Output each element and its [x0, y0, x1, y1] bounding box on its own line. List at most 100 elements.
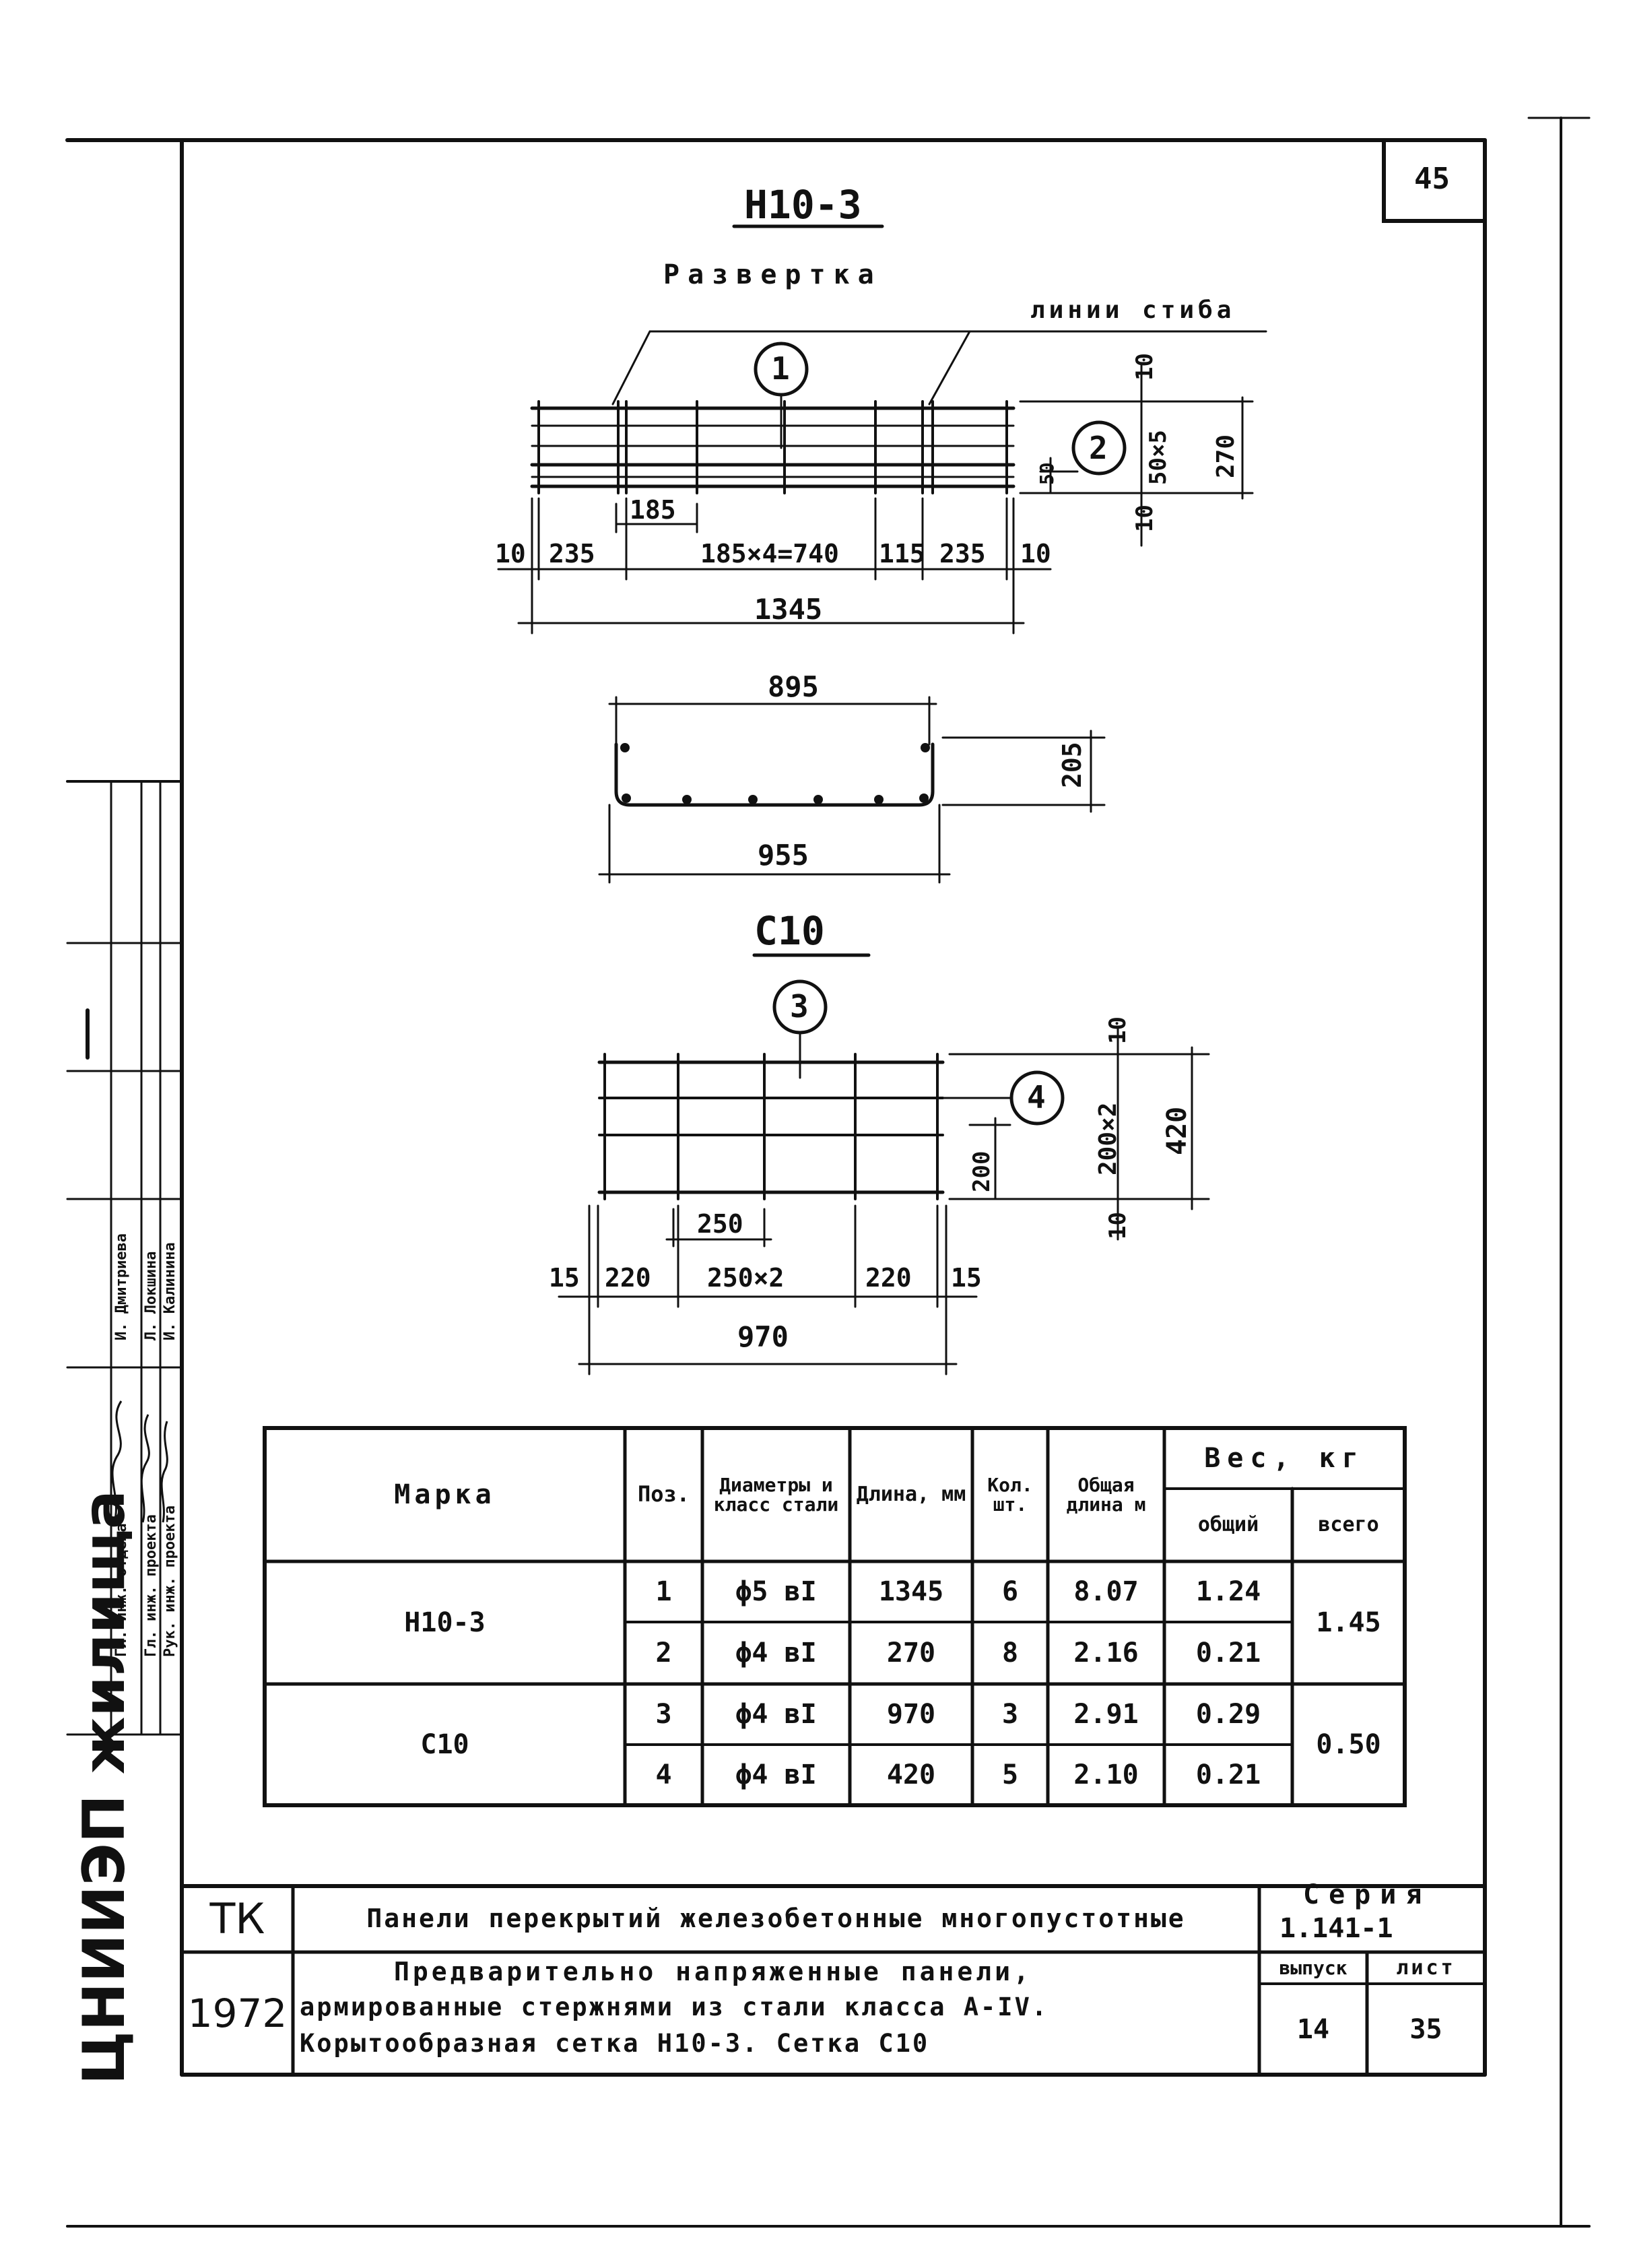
dim-b-250: 250 [697, 1209, 743, 1239]
titleblock-year: 1972 [187, 1990, 288, 2036]
table-cell-total-length: 2.91 [1073, 1699, 1139, 1730]
table-cell-quantity: 3 [1001, 1699, 1019, 1730]
table-cell-total-length: 8.07 [1073, 1576, 1139, 1607]
table-cell-pos: 4 [655, 1759, 672, 1790]
table-cell-weight: 0.21 [1195, 1759, 1261, 1790]
table-cell-diameter: ϕ4 вI [735, 1699, 817, 1730]
dim-b-left-15: 15 [549, 1263, 580, 1293]
trough-bar-dot [622, 793, 631, 803]
dim-895: 895 [768, 670, 819, 703]
header-marka: Марка [394, 1479, 496, 1510]
drawing-a-subtitle: Развертка [663, 259, 882, 290]
stamp-signatures [111, 1400, 168, 1523]
table-cell-total-length: 2.10 [1073, 1759, 1139, 1790]
drawing-a-title: Н10-3 [744, 182, 862, 228]
row-weight-all-c10: 0.50 [1316, 1729, 1381, 1760]
position-1-marker: 1 [771, 350, 790, 387]
trough-bar-dot [748, 795, 758, 804]
stamp-name-2: Л. Локшина [143, 1251, 160, 1340]
trough-bar-dot [682, 795, 692, 804]
table-cell-length: 970 [886, 1699, 936, 1730]
row-marka-c10: С10 [420, 1729, 469, 1760]
trough-bar-dot [919, 793, 929, 803]
dim-b-970: 970 [737, 1320, 789, 1353]
trough-bar-dots [620, 743, 930, 804]
table-cell-diameter: ϕ4 вI [735, 1759, 817, 1790]
trough-outline [614, 742, 935, 807]
dim-b-220-right: 220 [865, 1263, 912, 1293]
spec-table-frame [263, 1426, 1407, 1807]
table-cell-length: 420 [886, 1759, 936, 1790]
header-diameter: Диаметры и класс стали [713, 1473, 839, 1516]
titleblock-sheet-value: 35 [1409, 2013, 1442, 2045]
titleblock-issue-value: 14 [1296, 2013, 1330, 2045]
table-cell-total-length: 2.16 [1073, 1638, 1139, 1668]
table-cell-pos: 2 [655, 1638, 672, 1668]
trough-bar-dot [874, 795, 884, 804]
dim-a-115: 115 [879, 539, 925, 569]
dim-205: 205 [1057, 742, 1087, 788]
table-cell-length: 270 [886, 1638, 936, 1668]
dim-b-bottom-10: 10 [1104, 1212, 1131, 1239]
stamp-name-1: И. Дмитриева [113, 1233, 130, 1340]
table-cell-pos: 1 [655, 1576, 672, 1607]
titleblock-line-4: Корытообразная сетка Н10-3. Сетка С10 [300, 2029, 930, 2058]
titleblock-series-value: 1.141-1 [1279, 1913, 1393, 1944]
trough-bar-dot [620, 743, 630, 752]
header-pos: Поз. [637, 1481, 690, 1508]
position-4-marker: 4 [1027, 1079, 1046, 1115]
table-cell-weight: 1.24 [1195, 1576, 1261, 1607]
dim-a-270: 270 [1212, 434, 1240, 478]
titleblock-series-label: Серия [1303, 1879, 1432, 1910]
dim-a-bottom-10: 10 [1131, 505, 1158, 532]
dim-a-50: 50 [1036, 462, 1058, 485]
drawing-b-title: С10 [754, 908, 825, 954]
dim-a-1345: 1345 [754, 593, 823, 626]
table-cell-length: 1345 [878, 1576, 944, 1607]
stamp-role-1: Гл. инж. отдела [113, 1523, 130, 1657]
bend-leader-left [611, 330, 1267, 406]
table-cell-pos: 3 [655, 1699, 672, 1730]
dim-b-200: 200 [968, 1151, 995, 1192]
dim-a-right-10: 10 [1020, 539, 1051, 569]
titleblock-line-3: армированные стержнями из стали класса А… [300, 1992, 1049, 2021]
table-cell-weight: 0.21 [1195, 1638, 1261, 1668]
dim-a-185: 185 [630, 495, 676, 525]
row-weight-all-h10-3: 1.45 [1316, 1607, 1381, 1638]
header-weight-total: общий [1197, 1513, 1259, 1537]
dim-a-left-10: 10 [495, 539, 526, 569]
titleblock-issue-label: выпуск [1279, 1956, 1347, 1979]
header-quantity: Кол. шт. [987, 1473, 1033, 1516]
titleblock-tk: ТК [209, 1894, 265, 1944]
dim-a-50x5: 50×5 [1145, 430, 1172, 485]
dim-b-220-left: 220 [605, 1263, 651, 1293]
position-2-marker: 2 [1089, 430, 1108, 466]
sheet-number: 45 [1414, 162, 1450, 196]
table-cell-quantity: 8 [1001, 1638, 1019, 1668]
dim-a-185x4: 185×4=740 [700, 539, 839, 569]
header-weight: Вес, кг [1204, 1443, 1365, 1474]
bend-lines-label: линии стиба [1030, 296, 1236, 324]
pos2-circle [1071, 420, 1127, 476]
table-cell-quantity: 6 [1001, 1576, 1019, 1607]
dim-a-top-10: 10 [1131, 353, 1158, 381]
header-length: Длина, мм [856, 1483, 966, 1507]
stamp-name-3: И. Калинина [162, 1242, 178, 1340]
titleblock-line-2: Предварительно напряженные панели, [394, 1957, 1032, 1986]
header-weight-all: всего [1318, 1513, 1379, 1537]
dim-b-top-10: 10 [1104, 1016, 1131, 1044]
dim-b-250x2: 250×2 [707, 1263, 785, 1293]
row-marka-h10-3: Н10-3 [404, 1607, 486, 1638]
table-cell-diameter: ϕ5 вI [735, 1576, 817, 1607]
header-total-length: Общая длина м [1066, 1473, 1146, 1516]
dim-955: 955 [758, 839, 809, 872]
dim-b-200x2: 200×2 [1094, 1102, 1122, 1175]
table-cell-diameter: ϕ4 вI [735, 1638, 817, 1668]
table-cell-weight: 0.29 [1195, 1699, 1261, 1730]
pos1-circle [754, 342, 809, 397]
titleblock-sheet-label: лист [1396, 1955, 1456, 1980]
position-3-marker: 3 [790, 988, 809, 1025]
dim-b-right-15: 15 [951, 1263, 982, 1293]
